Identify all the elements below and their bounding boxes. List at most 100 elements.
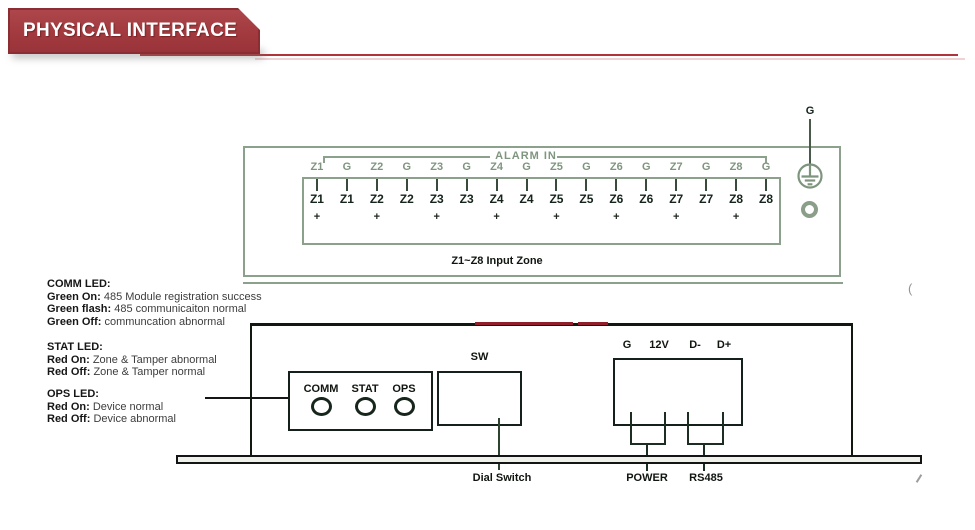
terminal-tick-icon [422, 179, 452, 191]
terminal-tick-icon [332, 179, 362, 191]
earth-ground-icon [797, 163, 823, 189]
comm-led-note: COMM LED: Green On: 485 Module registrat… [47, 278, 262, 328]
ops-led-title: OPS LED: [47, 388, 99, 400]
red-overlap-segment [475, 322, 573, 325]
stray-mark: ( [908, 281, 913, 296]
terminal-label: Z6 [609, 192, 624, 206]
red-overlap-segment [578, 322, 608, 325]
terminal-tick-icon [631, 179, 661, 191]
section-banner: PHYSICAL INTERFACE [8, 8, 260, 54]
note-line: Red Off: Zone & Tamper normal [47, 366, 206, 378]
alarm-in-label: ALARM IN [495, 150, 557, 162]
comm-led-label: COMM [303, 383, 339, 395]
zone-top-label: Z3 [430, 161, 444, 173]
ground-wire [809, 119, 811, 164]
zone-top-label: G [582, 161, 591, 173]
stat-led-circle-icon [354, 397, 376, 416]
plus-sign [452, 211, 482, 223]
rs485-terminal-label-dplus: D+ [716, 339, 732, 351]
note-line: Green flash: 485 communicaiton normal [47, 303, 247, 315]
note-line: Red On: Device normal [47, 400, 164, 413]
zone-top-label: Z1 [310, 161, 324, 173]
power-caption: POWER [626, 472, 668, 484]
plus-sign [631, 211, 661, 223]
terminal-label: Z7 [669, 192, 684, 206]
zone-top-label: Z8 [729, 161, 743, 173]
plus-sign [691, 211, 721, 223]
terminal-stub [630, 412, 632, 445]
terminal-tick-icon [452, 179, 482, 191]
terminal-label: Z2 [399, 192, 414, 206]
plus-sign: + [433, 211, 440, 223]
terminal-label: Z8 [729, 192, 744, 206]
terminal-label: Z7 [699, 192, 714, 206]
terminal-label: Z5 [549, 192, 564, 206]
plus-sign [512, 211, 542, 223]
zone-top-label: G [642, 161, 651, 173]
zone-top-label: Z2 [370, 161, 384, 173]
terminal-label: Z3 [429, 192, 444, 206]
terminal-stub [722, 412, 724, 445]
power-bracket [630, 443, 666, 445]
banner-shadow [12, 50, 264, 58]
note-line: Red Off: Device abnormal [47, 413, 176, 425]
zone-top-label: Z7 [669, 161, 683, 173]
plus-sign: + [732, 211, 740, 223]
alarm-in-bracket-tick-right [765, 156, 767, 163]
terminal-tick-icon [512, 179, 542, 191]
terminal-tick-row [302, 179, 781, 191]
ops-led-note: OPS LED: Red On: Device normal Red Off: … [47, 388, 176, 426]
dial-switch-pointer-line [498, 418, 500, 470]
zone-top-label: G [402, 161, 412, 173]
terminal-tick-icon [571, 179, 601, 191]
screw-hole-icon [801, 201, 818, 218]
terminal-label: Z6 [639, 192, 654, 206]
stat-led-title: STAT LED: [47, 341, 103, 353]
terminal-tick-icon [542, 179, 572, 191]
led-indicator-box [288, 371, 433, 431]
note-line: Green Off: communcation abnormal [47, 315, 225, 328]
terminal-tick-icon [482, 179, 512, 191]
header-rule [140, 54, 958, 56]
plus-sign: + [373, 211, 381, 223]
terminal-tick-icon [751, 179, 781, 191]
terminal-label: Z8 [759, 192, 774, 206]
zone-top-label: G [342, 161, 352, 173]
plus-sign [571, 211, 601, 223]
terminal-stub [687, 412, 689, 445]
ops-led-indicator: OPS [377, 383, 431, 421]
comm-led-title: COMM LED: [47, 278, 111, 290]
plus-sign [392, 211, 422, 223]
section-title: PHYSICAL INTERFACE [23, 20, 238, 41]
plus-sign [751, 211, 781, 223]
comm-led-circle-icon [310, 397, 332, 416]
terminal-tick-icon [362, 179, 392, 191]
rs485-terminal-label-dminus: D- [689, 339, 701, 351]
plus-sign: + [673, 211, 680, 223]
terminal-label: Z2 [369, 192, 384, 206]
terminal-stub [664, 412, 666, 445]
note-line: Green On: 485 Module registration succes… [47, 290, 262, 303]
terminal-tick-icon [721, 179, 751, 191]
alarm-in-bracket-tick-left [323, 156, 325, 163]
plus-sign: + [313, 211, 321, 223]
sw-label: SW [470, 351, 489, 363]
header-rule-shadow [255, 58, 965, 60]
zone-top-label: G [701, 161, 711, 173]
alarm-panel-outline [243, 146, 841, 277]
power-terminal-label-g: G [622, 339, 632, 351]
ops-led-circle-icon [393, 397, 415, 416]
terminal-label: Z1 [339, 192, 354, 206]
terminal-block-outline [302, 177, 781, 245]
terminal-label: Z4 [489, 192, 504, 206]
terminal-tick-icon [302, 179, 332, 191]
alarm-panel-baseline [243, 282, 843, 284]
ops-led-label: OPS [392, 383, 416, 395]
comm-led-indicator: COMM [294, 383, 348, 421]
dial-switch-caption: Dial Switch [472, 472, 532, 484]
zone-top-label: G [522, 161, 531, 173]
alarm-in-bracket-right [557, 156, 767, 158]
ground-terminal-label: G [805, 105, 815, 117]
